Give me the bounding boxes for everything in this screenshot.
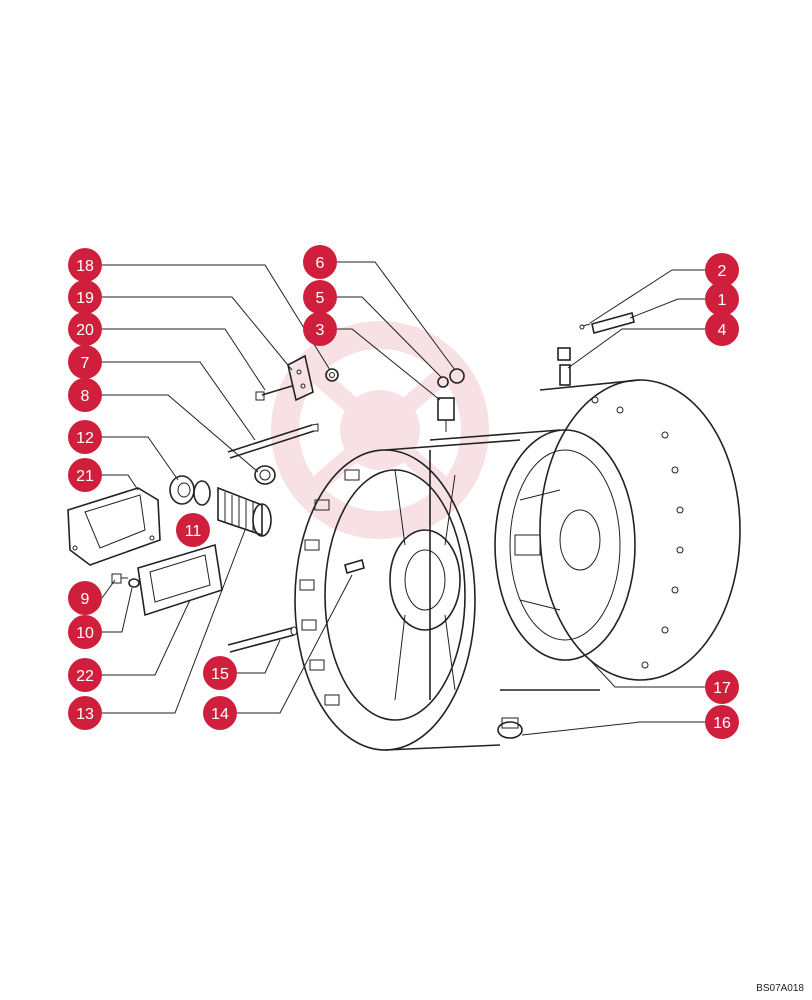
callout-2: 2 — [705, 253, 739, 287]
washer-5 — [437, 376, 449, 388]
seal-12 — [169, 475, 195, 505]
callout-label: 19 — [76, 290, 94, 307]
callout-20: 20 — [68, 312, 102, 346]
dowel-14 — [344, 558, 365, 575]
nut-6 — [449, 368, 465, 384]
callout-3: 3 — [303, 312, 337, 346]
callout-label: 17 — [713, 680, 731, 697]
callout-label: 14 — [211, 706, 229, 723]
callout-label: 22 — [76, 668, 94, 685]
callout-label: 16 — [713, 715, 731, 732]
callout-18: 18 — [68, 248, 102, 282]
pin-15 — [227, 626, 298, 653]
front-housing — [294, 439, 521, 751]
callout-label: 15 — [211, 666, 229, 683]
callout-label: 6 — [316, 255, 325, 272]
callout-label: 21 — [76, 468, 94, 485]
transmission-housing — [429, 379, 741, 700]
callout-21: 21 — [68, 458, 102, 492]
callout-label: 4 — [718, 322, 727, 339]
sensor-3 — [437, 397, 455, 432]
callout-10: 10 — [68, 615, 102, 649]
callout-label: 5 — [316, 290, 325, 307]
callout-8: 8 — [68, 378, 102, 412]
callout-15: 15 — [203, 656, 237, 690]
callout-16: 16 — [705, 705, 739, 739]
callout-label: 18 — [76, 258, 94, 275]
washer-18 — [325, 368, 339, 382]
callout-label: 9 — [81, 591, 90, 608]
callout-6: 6 — [303, 245, 337, 279]
callout-label: 3 — [316, 322, 325, 339]
callout-label: 10 — [76, 625, 94, 642]
screw-2 — [579, 323, 591, 330]
callout-label: 7 — [81, 355, 90, 372]
bolt-20 — [255, 385, 293, 401]
plate-1 — [591, 312, 635, 334]
callout-12: 12 — [68, 420, 102, 454]
callout-19: 19 — [68, 280, 102, 314]
cover-21 — [67, 487, 161, 566]
callout-label: 12 — [76, 430, 94, 447]
watermark-logo-icon — [271, 321, 489, 539]
callout-11: 11 — [176, 513, 210, 547]
callout-1: 1 — [705, 282, 739, 316]
callout-4: 4 — [705, 312, 739, 346]
breather-4 — [557, 347, 571, 386]
drain-plug-16 — [497, 717, 523, 739]
bracket-19 — [287, 354, 314, 402]
callout-17: 17 — [705, 670, 739, 704]
callout-label: 11 — [185, 523, 202, 540]
callout-7: 7 — [68, 345, 102, 379]
callout-label: 1 — [718, 292, 727, 309]
washer-10 — [128, 578, 140, 588]
callout-22: 22 — [68, 658, 102, 692]
callout-label: 8 — [81, 388, 90, 405]
filter-13 — [217, 486, 272, 537]
callout-label: 2 — [718, 263, 727, 280]
oring-11 — [193, 480, 211, 506]
callout-13: 13 — [68, 696, 102, 730]
callout-5: 5 — [303, 280, 337, 314]
gasket-22 — [137, 543, 223, 617]
plug-8 — [254, 465, 276, 485]
callout-9: 9 — [68, 581, 102, 615]
screw-9 — [111, 573, 128, 584]
drawing-code: BS07A018 — [756, 983, 804, 994]
stud-bolt-7 — [227, 423, 319, 459]
callout-label: 20 — [76, 322, 94, 339]
callout-label: 13 — [76, 706, 94, 723]
callout-14: 14 — [203, 696, 237, 730]
leader-lines — [101, 261, 705, 736]
